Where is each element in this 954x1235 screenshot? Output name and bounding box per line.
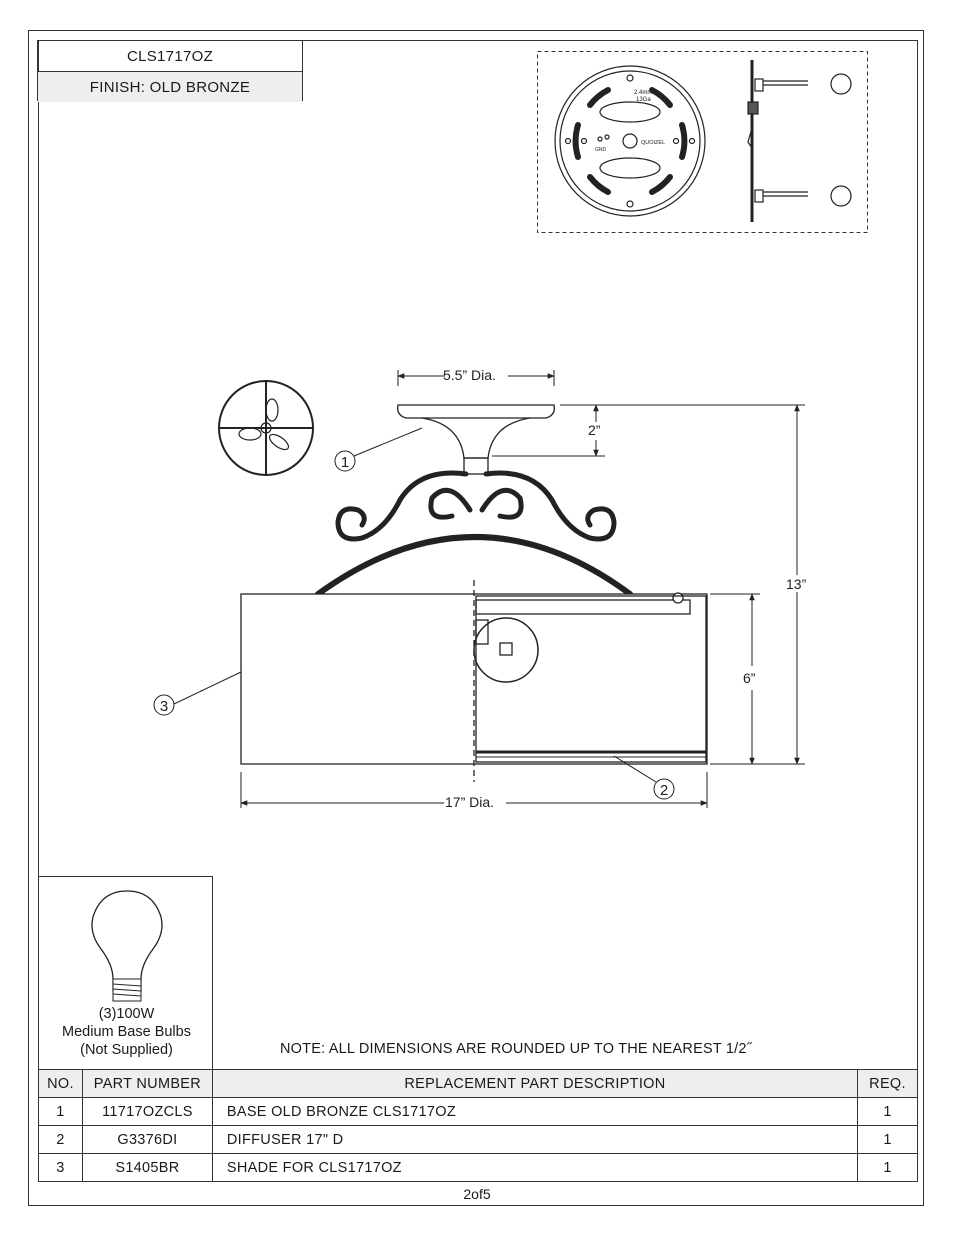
- bulb-wattage: (3)100W: [98, 1006, 155, 1022]
- dimension-lines: [200, 370, 805, 808]
- callout-2-label: 2: [660, 782, 668, 799]
- row-description: BASE OLD BRONZE CLS1717OZ: [211, 1097, 859, 1126]
- finish-label: FINISH: OLD BRONZE: [38, 71, 302, 102]
- table-row: 1 11717OZCLS BASE OLD BRONZE CLS1717OZ 1: [38, 1097, 918, 1126]
- detail-frame: [537, 51, 868, 233]
- header-part-number: PART NUMBER: [81, 1069, 213, 1098]
- page-outer-border: [28, 30, 924, 1206]
- callout-3-overlay: 3: [153, 690, 205, 716]
- header-description: REPLACEMENT PART DESCRIPTION: [211, 1069, 859, 1098]
- row-description: SHADE FOR CLS1717OZ: [211, 1153, 859, 1182]
- page-inner-border: [38, 40, 918, 1182]
- plate-gnd-label: GND: [595, 147, 607, 153]
- title-block: CLS1717OZ FINISH: OLD BRONZE: [37, 40, 303, 102]
- bulb-icon: [91, 890, 163, 1002]
- row-part-number: 11717OZCLS: [81, 1097, 213, 1126]
- callout-1-label: 1: [341, 454, 349, 471]
- shade: [240, 580, 708, 782]
- parts-table: NO. PART NUMBER REPLACEMENT PART DESCRIP…: [38, 1069, 918, 1182]
- bulb-info-box: (3)100W Medium Base Bulbs (Not Supplied): [38, 876, 213, 1070]
- plate-side-view: [747, 60, 852, 222]
- canopy: [397, 404, 555, 475]
- table-row: 2 G3376DI DIFFUSER 17" D 1: [38, 1125, 918, 1154]
- parts-table-header: NO. PART NUMBER REPLACEMENT PART DESCRIP…: [38, 1069, 918, 1098]
- plate-gauge-mm: 2.4mm: [634, 90, 652, 96]
- row-required: 1: [857, 1125, 918, 1154]
- model-number: CLS1717OZ: [126, 47, 214, 65]
- page-number: 2of5: [463, 1186, 491, 1202]
- header-no: NO.: [38, 1069, 83, 1098]
- row-part-number: S1405BR: [81, 1153, 213, 1182]
- crossbar-plate-drawing: [554, 65, 706, 217]
- scroll-arms: [315, 470, 633, 597]
- row-no: 3: [38, 1153, 83, 1182]
- row-part-number: G3376DI: [81, 1125, 213, 1154]
- bottom-view: [218, 380, 314, 476]
- dim-canopy-height: 2”: [588, 422, 601, 438]
- row-no: 2: [38, 1125, 83, 1154]
- dim-shade-diameter: 17” Dia.: [445, 794, 494, 810]
- dim-overall-height: 13”: [786, 576, 807, 592]
- plate-gauge-ga: 13Ga: [636, 97, 651, 103]
- dim-canopy-diameter: 5.5” Dia.: [443, 367, 496, 383]
- row-required: 1: [857, 1153, 918, 1182]
- table-row: 3 S1405BR SHADE FOR CLS1717OZ 1: [38, 1153, 918, 1182]
- dimension-note: NOTE: ALL DIMENSIONS ARE ROUNDED UP TO T…: [280, 1041, 752, 1057]
- fixture-drawing: 5.5” Dia. 2” 13” 6” 17” Dia. 1 3 2: [200, 367, 807, 810]
- header-required: REQ.: [857, 1069, 918, 1098]
- plate-brand-label: QUOIZEL: [641, 140, 665, 146]
- callout-1: 1: [334, 450, 356, 472]
- row-no: 1: [38, 1097, 83, 1126]
- callout-2: 2: [653, 778, 675, 800]
- dim-shade-height: 6”: [743, 670, 756, 686]
- mounting-plate-detail: 2.4mm 13Ga GND QUOIZEL: [537, 51, 868, 233]
- callout-3-overlay-label: 3: [160, 698, 168, 715]
- row-description: DIFFUSER 17" D: [211, 1125, 859, 1154]
- bulb-base-type: Medium Base Bulbs: [62, 1024, 191, 1040]
- row-required: 1: [857, 1097, 918, 1126]
- bulb-supply-note: (Not Supplied): [80, 1042, 173, 1058]
